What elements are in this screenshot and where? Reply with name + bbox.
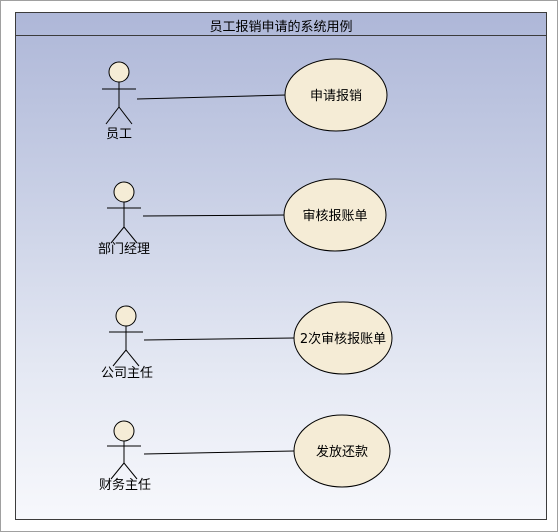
diagram-title-bar: 员工报销申请的系统用例: [16, 13, 546, 35]
association-line: [143, 450, 295, 455]
actor-leg: [125, 349, 140, 367]
actor-head: [108, 61, 130, 83]
actor-label: 公司主任: [101, 366, 153, 381]
usecase-label: 审核报账单: [302, 209, 367, 224]
diagram-canvas: 员工 部门经理 公司主任: [16, 35, 546, 493]
usecase-label: 2次审核报账单: [300, 331, 386, 347]
usecase-ellipse: [293, 414, 391, 488]
association-line: [142, 214, 287, 217]
usecase-review-expense-report[interactable]: 审核报账单: [283, 178, 387, 252]
actor-company-director[interactable]: 公司主任: [101, 305, 153, 381]
actor-leg: [118, 106, 133, 125]
usecase-issue-repayment[interactable]: 发放还款: [293, 414, 391, 488]
diagram-title: 员工报销申请的系统用例: [209, 20, 353, 35]
actor-leg: [112, 349, 127, 367]
actor-head: [115, 305, 137, 327]
association-line: [143, 337, 295, 341]
actor-department-manager[interactable]: 部门经理: [98, 181, 150, 257]
usecase-ellipse: [284, 58, 388, 132]
actor-label: 员工: [106, 127, 132, 142]
actor-head: [113, 181, 135, 203]
usecase-label: 申请报销: [310, 89, 362, 104]
actor-leg: [105, 106, 120, 125]
actor-employee[interactable]: 员工: [102, 61, 136, 142]
actor-leg: [123, 462, 138, 480]
usecase-ellipse: [293, 301, 393, 375]
actor-label: 财务主任: [99, 477, 151, 493]
usecase-second-review-expense-report[interactable]: 2次审核报账单: [293, 301, 393, 375]
association-line: [136, 94, 287, 100]
usecase-apply-reimbursement[interactable]: 申请报销: [284, 58, 388, 132]
usecase-label: 发放还款: [316, 444, 368, 460]
usecase-ellipse: [283, 178, 387, 252]
actor-leg: [110, 462, 125, 480]
actor-head: [113, 420, 135, 442]
actor-label: 部门经理: [98, 242, 150, 257]
actor-finance-director[interactable]: 财务主任: [99, 420, 151, 493]
actor-leg: [123, 226, 138, 244]
actor-leg: [110, 226, 125, 244]
use-case-diagram: 员工报销申请的系统用例 员工: [15, 12, 547, 520]
